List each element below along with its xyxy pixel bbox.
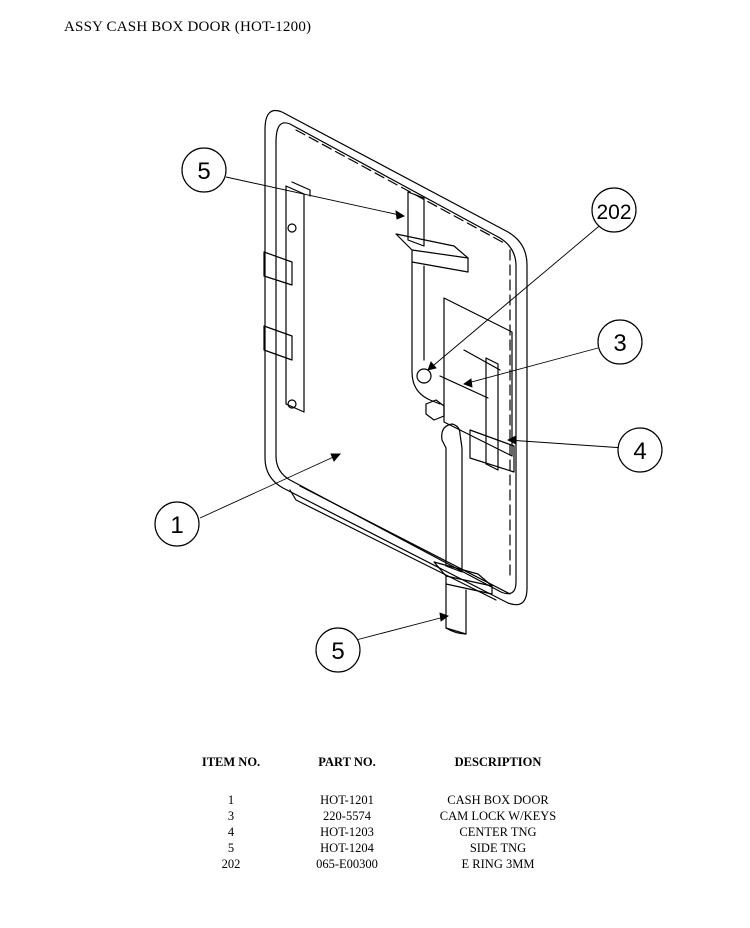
part-no: HOT-1204 (320, 841, 374, 855)
description: CAM LOCK W/KEYS (439, 809, 557, 823)
description: CASH BOX DOOR (447, 793, 549, 807)
table-row: 5 HOT-1204 SIDE TNG (188, 840, 576, 856)
table-row: 4 HOT-1203 CENTER TNG (188, 824, 576, 840)
item-no: 202 (221, 857, 241, 871)
item-no: 4 (227, 825, 235, 839)
header-part-no: PART NO. (318, 755, 376, 769)
item-no: 1 (227, 793, 235, 807)
left-side-bracket (285, 185, 305, 413)
bottom-lip (289, 489, 497, 601)
part-no: 220-5574 (323, 809, 371, 823)
table-row: 202 065-E00300 E RING 3MM (188, 856, 576, 872)
callout-5-top: 5 (181, 147, 227, 193)
item-no: 5 (227, 841, 235, 855)
cam-lock-nut (425, 399, 445, 421)
callout-4: 4 (617, 427, 663, 473)
top-side-tongue (407, 191, 425, 247)
item-no: 3 (227, 809, 235, 823)
center-tongue (441, 423, 463, 573)
header-item-no: ITEM NO. (201, 755, 261, 769)
table-row: 3 220-5574 CAM LOCK W/KEYS (188, 808, 576, 824)
callout-3: 3 (597, 319, 643, 365)
callout-202: 202 (591, 187, 637, 233)
exploded-assembly-drawing: 5 202 3 4 1 5 (154, 109, 663, 673)
part-no: 065-E00300 (316, 857, 378, 871)
e-ring (416, 368, 432, 384)
door-inner-rim (275, 122, 517, 595)
svg-text:5: 5 (331, 638, 344, 665)
description: SIDE TNG (469, 841, 527, 855)
door-outer-frame (264, 109, 528, 606)
description: E RING 3MM (461, 857, 535, 871)
lock-plate (411, 261, 441, 405)
cam-lock-housing (443, 297, 513, 457)
description: CENTER TNG (459, 825, 537, 839)
header-description: DESCRIPTION (454, 755, 542, 769)
page-title: ASSY CASH BOX DOOR (HOT-1200) (64, 19, 312, 35)
parts-table-header: ITEM NO. PART NO. DESCRIPTION (188, 755, 576, 792)
callout-1: 1 (154, 501, 200, 547)
svg-text:3: 3 (613, 330, 626, 357)
part-no: HOT-1203 (320, 825, 374, 839)
table-row: 1 HOT-1201 CASH BOX DOOR (188, 792, 576, 808)
parts-table: ITEM NO. PART NO. DESCRIPTION 1 HOT-1201… (188, 755, 576, 872)
svg-text:202: 202 (596, 201, 631, 224)
door-hidden-edge (295, 129, 507, 245)
part-no: HOT-1201 (320, 793, 374, 807)
svg-text:1: 1 (170, 512, 183, 539)
svg-text:5: 5 (197, 158, 210, 185)
svg-text:4: 4 (633, 438, 646, 465)
callout-5-bottom: 5 (315, 627, 361, 673)
